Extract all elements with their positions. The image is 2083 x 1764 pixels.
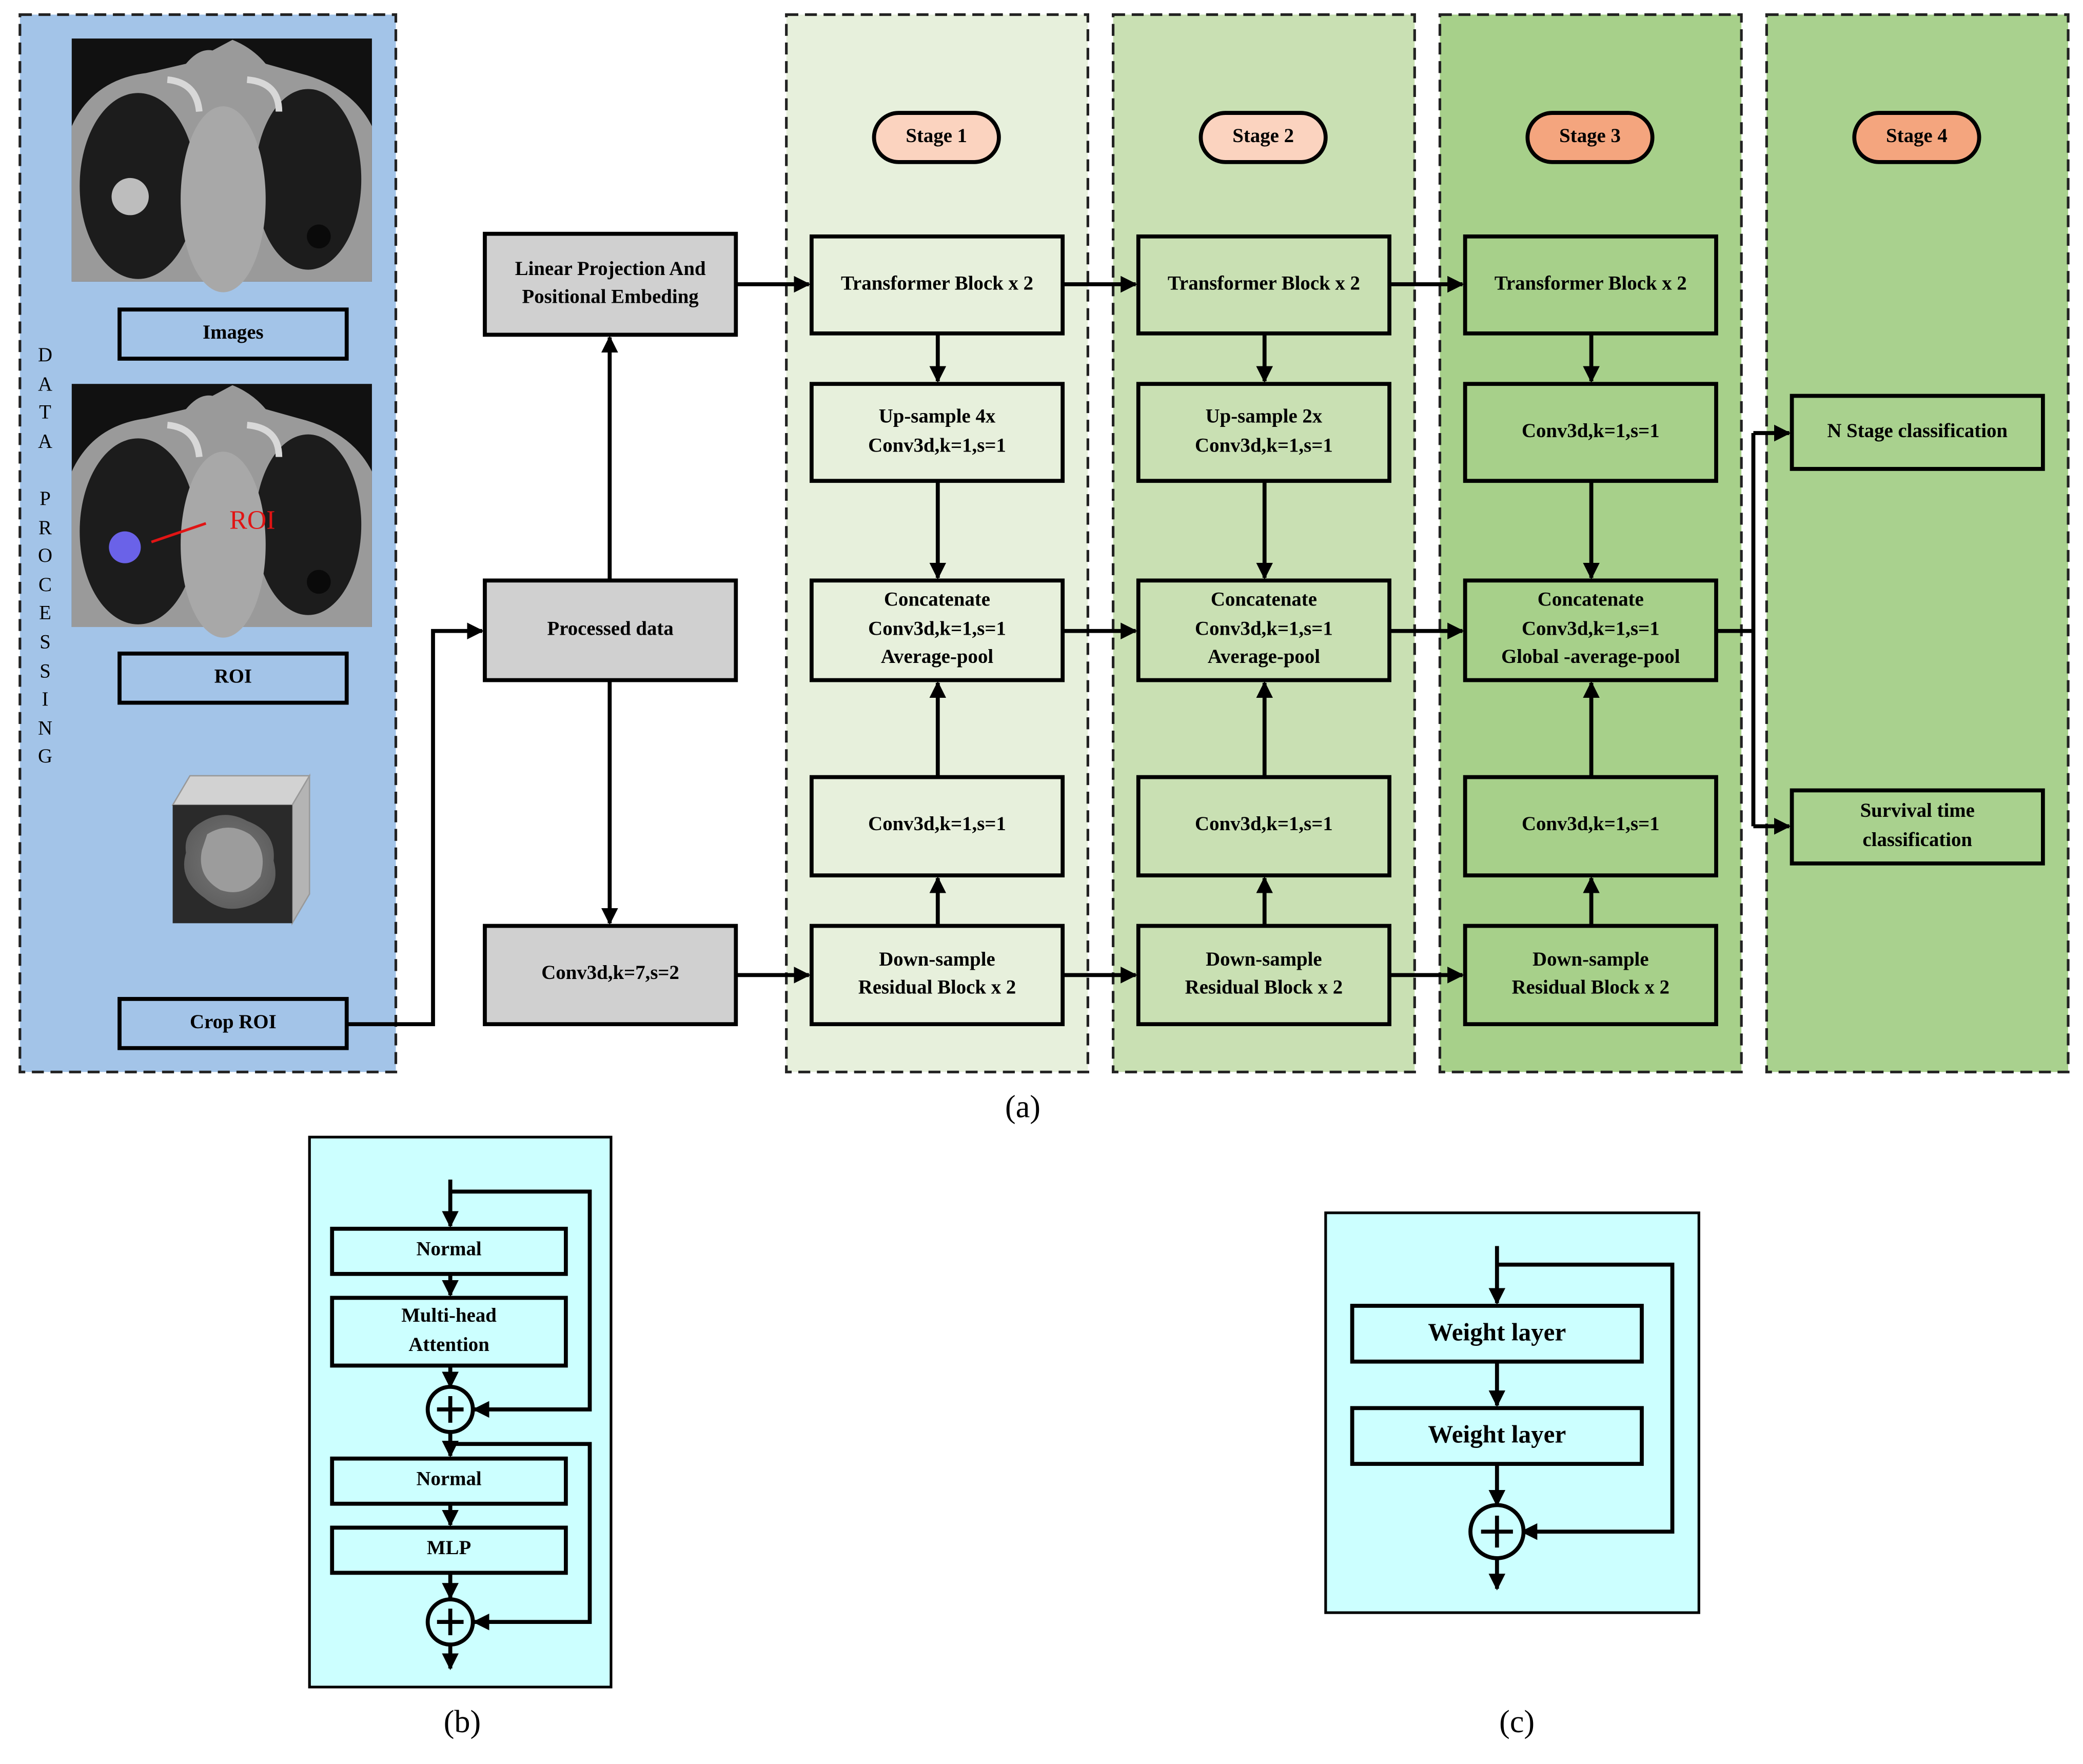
stage1-transformer-box bbox=[809, 234, 1065, 336]
vertical-letter: T bbox=[39, 402, 51, 424]
stage1-concat-box bbox=[809, 578, 1065, 682]
b-add-2-icon bbox=[425, 1597, 475, 1647]
vertical-letter: D bbox=[37, 345, 53, 367]
ct-image-roi bbox=[71, 384, 372, 638]
crop-to-processed-arrow bbox=[346, 622, 484, 1027]
processed-data-box bbox=[483, 578, 738, 682]
vertical-letter: O bbox=[37, 546, 53, 567]
b-attention-box bbox=[330, 1296, 568, 1368]
stage1-title-pill bbox=[872, 111, 1001, 164]
stage1-downsample-box bbox=[809, 924, 1065, 1027]
vertical-letter: A bbox=[37, 374, 53, 396]
vertical-letter: R bbox=[38, 517, 52, 539]
stage1-conv-box bbox=[809, 775, 1065, 878]
vertical-letter: S bbox=[40, 632, 51, 654]
c-add-icon bbox=[1468, 1503, 1526, 1560]
vertical-letter: E bbox=[39, 603, 51, 625]
b-mlp-box bbox=[330, 1525, 568, 1575]
vertical-letter: P bbox=[40, 488, 51, 511]
stage2-downsample-box bbox=[1136, 924, 1391, 1027]
stage3-upsample-box bbox=[1463, 382, 1718, 483]
vertical-letter: N bbox=[37, 718, 53, 740]
stage2-title-pill bbox=[1198, 111, 1328, 164]
roi-box bbox=[117, 651, 349, 705]
n-stage-classification-box bbox=[1790, 394, 2045, 471]
images-box bbox=[117, 307, 349, 361]
stage3-transformer-box bbox=[1463, 234, 1718, 336]
stage3-concat-box bbox=[1463, 578, 1718, 682]
conv-stem-box bbox=[483, 924, 738, 1027]
stage4-title-pill bbox=[1852, 111, 1981, 164]
vertical-letter: A bbox=[37, 431, 53, 453]
vertical-letter: G bbox=[37, 747, 53, 769]
b-normal-2-box bbox=[330, 1456, 568, 1506]
ct-image-1 bbox=[71, 38, 372, 292]
vertical-letter: I bbox=[42, 690, 49, 711]
c-weight-layer-2-box bbox=[1350, 1406, 1644, 1466]
stage2-transformer-box bbox=[1136, 234, 1391, 336]
linear-projection-box bbox=[483, 231, 738, 337]
roi-pointer bbox=[151, 522, 207, 543]
stage2-concat-box bbox=[1136, 578, 1391, 682]
vertical-letter: C bbox=[38, 575, 52, 596]
roi-highlight bbox=[109, 531, 141, 563]
b-add-1-icon bbox=[425, 1385, 475, 1434]
crop-roi-box bbox=[117, 997, 349, 1050]
stage4-panel bbox=[1765, 13, 2070, 1073]
survival-classification-box bbox=[1790, 788, 2045, 866]
stage3-downsample-box bbox=[1463, 924, 1718, 1027]
b-normal-1-box bbox=[330, 1226, 568, 1276]
vertical-letter: S bbox=[40, 661, 51, 682]
stage2-conv-box bbox=[1136, 775, 1391, 878]
c-weight-layer-1-box bbox=[1350, 1304, 1644, 1364]
stage3-title-pill bbox=[1525, 111, 1655, 164]
stage1-upsample-box bbox=[809, 382, 1065, 483]
stage3-conv-box bbox=[1463, 775, 1718, 878]
stage2-upsample-box bbox=[1136, 382, 1391, 483]
crop-cube-image bbox=[171, 773, 311, 926]
